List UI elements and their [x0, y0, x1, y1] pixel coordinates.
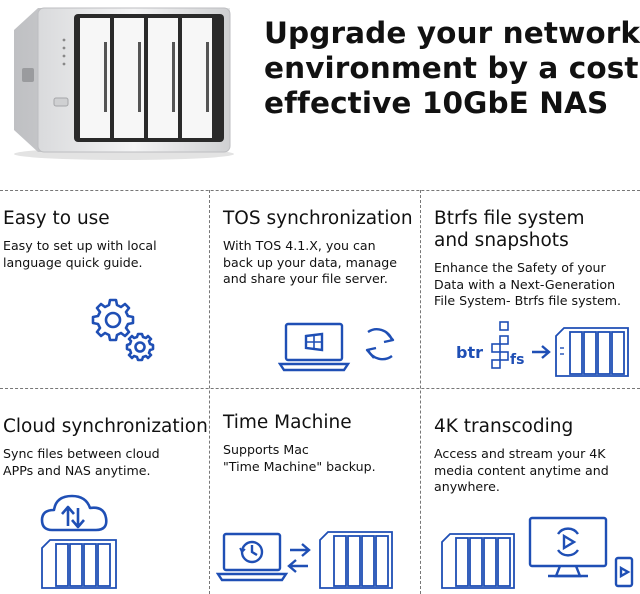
feature-title: TOS synchronization	[223, 208, 413, 229]
headline-line-1: Upgrade your network	[264, 16, 640, 50]
headline: Upgrade your network environment by a co…	[264, 16, 640, 121]
btrfs-nas-icon: btr fs	[456, 321, 629, 377]
feature-cloud-synchronization: Cloud synchronization Sync files between…	[3, 416, 209, 479]
nas-device-image	[14, 7, 234, 160]
feature-title: Cloud synchronization	[3, 416, 208, 437]
feature-description: Enhance the Safety of your Data with a N…	[434, 260, 622, 308]
time-machine-icon	[216, 531, 393, 589]
feature-easy-to-use: Easy to use Easy to set up with local la…	[3, 208, 207, 271]
divider-top	[0, 190, 640, 191]
feature-4k-transcoding: 4K transcoding Access and stream your 4K…	[434, 416, 638, 496]
headline-line-2: environment by a cost-	[264, 51, 640, 85]
feature-description: Supports Mac "Time Machine" backup.	[223, 442, 376, 474]
feature-description: Sync files between cloud APPs and NAS an…	[3, 446, 160, 478]
divider-middle	[0, 388, 640, 389]
feature-description: Access and stream your 4K media content …	[434, 446, 609, 494]
feature-title: 4K transcoding	[434, 416, 574, 437]
headline-line-3: effective 10GbE NAS	[264, 86, 609, 120]
feature-title: Easy to use	[3, 208, 110, 229]
feature-btrfs: Btrfs file system and snapshots Enhance …	[434, 208, 638, 310]
cloud-nas-icon	[40, 494, 117, 589]
feature-tos-synchronization: TOS synchronization With TOS 4.1.X, you …	[223, 208, 419, 288]
laptop-sync-icon	[278, 322, 395, 372]
feature-title-line-1: Btrfs file system	[434, 208, 585, 229]
feature-title-line-2: and snapshots	[434, 230, 569, 251]
btrfs-logo-text-a: btr	[456, 343, 483, 362]
feature-description: Easy to set up with local language quick…	[3, 238, 157, 270]
feature-title: Time Machine	[223, 412, 352, 433]
divider-left	[209, 190, 210, 594]
transcoding-icon	[441, 516, 634, 589]
btrfs-logo-text-b: fs	[510, 352, 524, 368]
feature-description: With TOS 4.1.X, you can back up your dat…	[223, 238, 398, 286]
gears-icon	[91, 298, 155, 362]
divider-right	[420, 190, 421, 594]
feature-time-machine: Time Machine Supports Mac "Time Machine"…	[223, 412, 419, 475]
hero-section: Upgrade your network environment by a co…	[0, 0, 640, 190]
